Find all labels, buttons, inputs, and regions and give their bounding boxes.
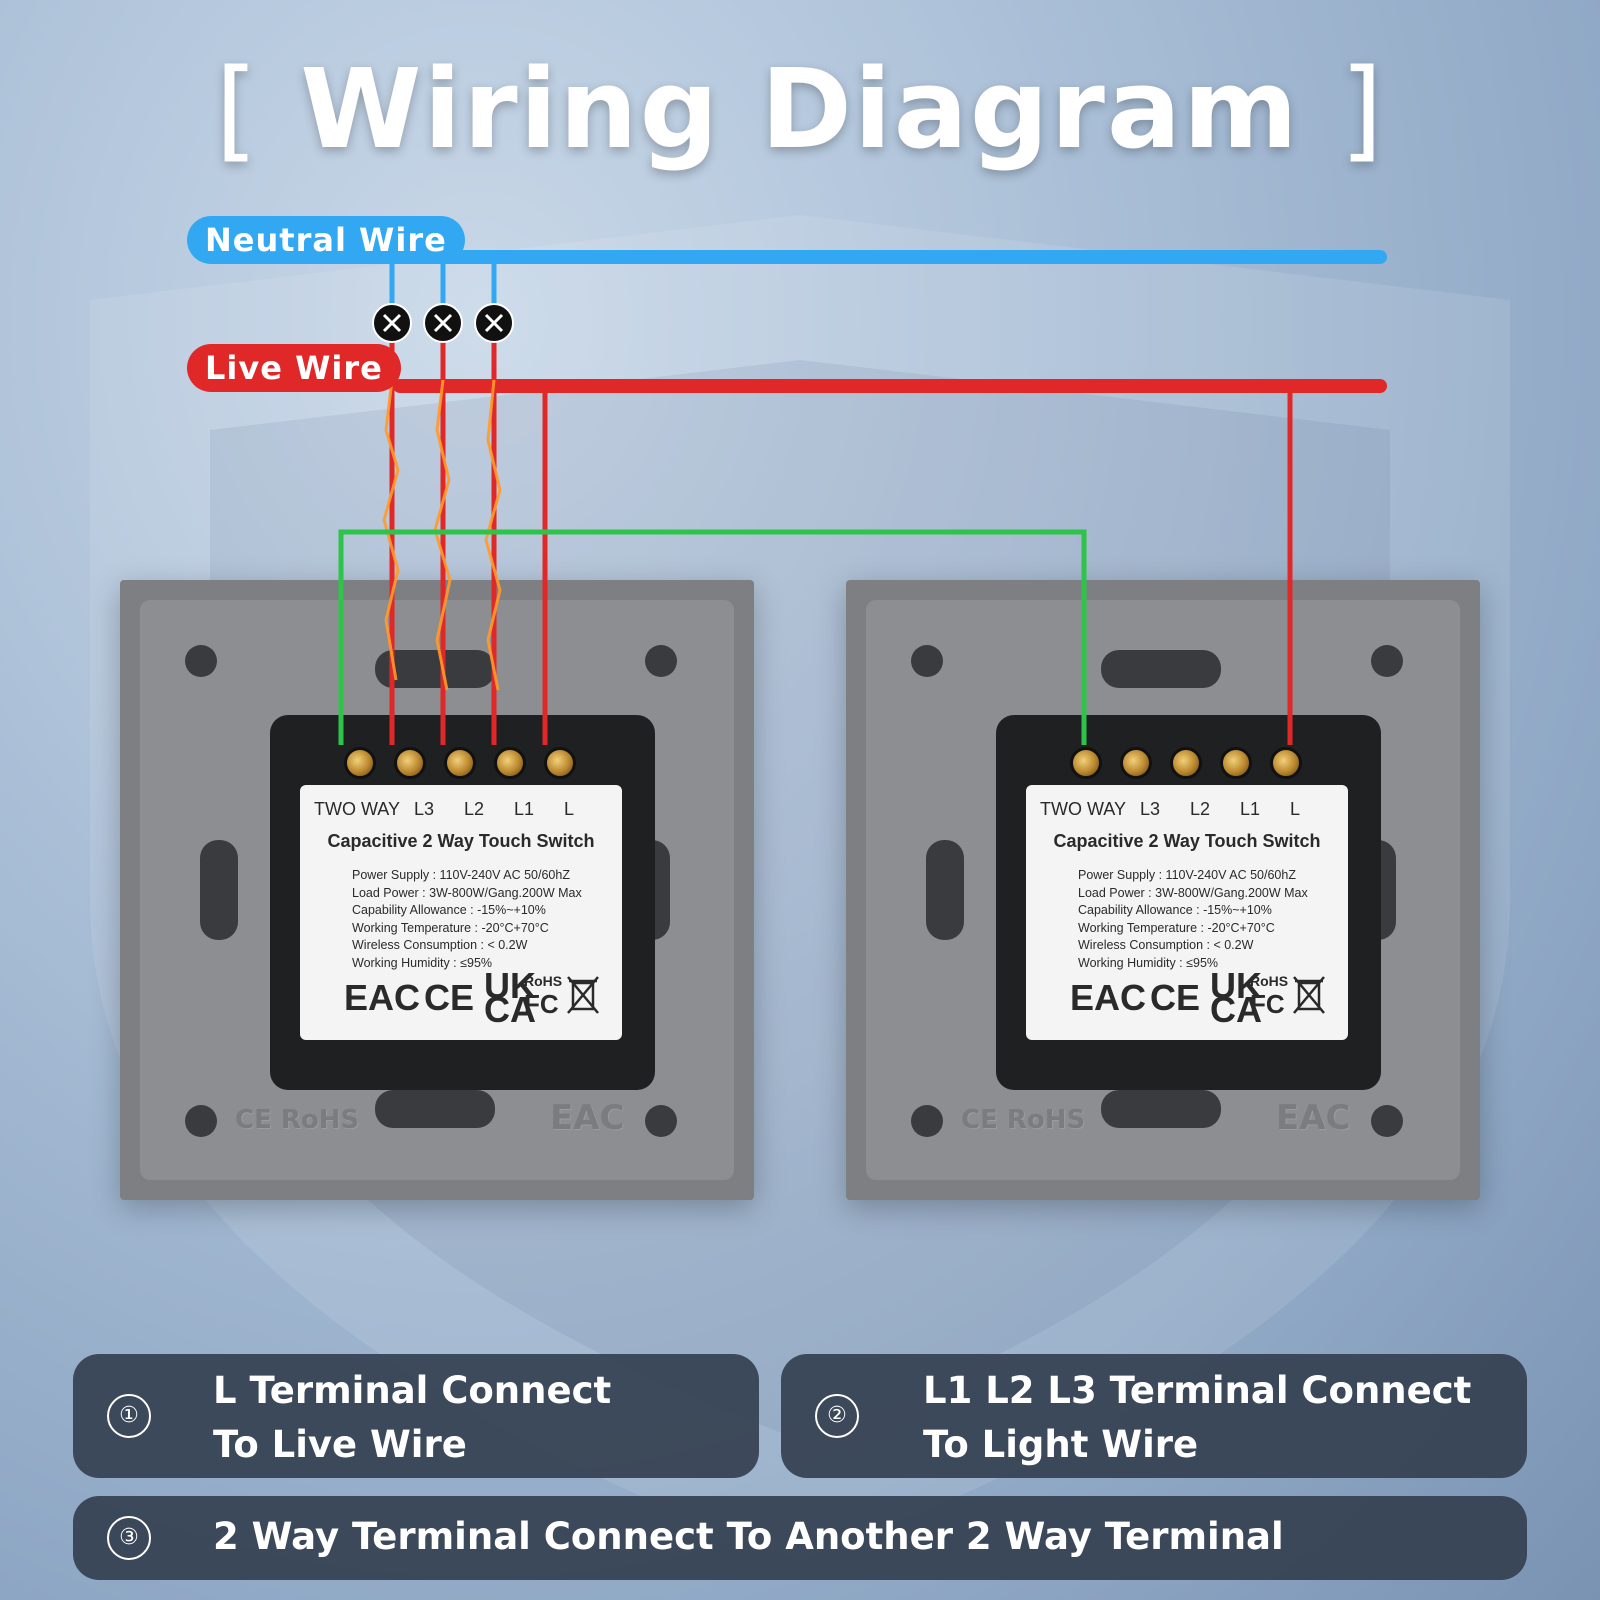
- mounting-slot: [200, 840, 238, 940]
- product-name: Capacitive 2 Way Touch Switch: [1053, 831, 1321, 851]
- embossed-ce-rohs: CE RoHS: [961, 1105, 1086, 1135]
- wire-connector-icon: [474, 303, 514, 343]
- wire-connector-icon: [423, 303, 463, 343]
- switch-right: CE RoHS EAC TWO WAY L3 L2 L1 L Capacitiv…: [846, 580, 1480, 1200]
- terminal-label-l2: L2: [1190, 799, 1211, 819]
- page-title: [ Wiring Diagram ]: [215, 45, 1385, 173]
- screw-hole: [645, 645, 677, 677]
- terminal-l1: [1220, 747, 1252, 779]
- embossed-ce-rohs: CE RoHS: [235, 1105, 360, 1135]
- mounting-slot: [1101, 1090, 1221, 1128]
- screw-hole: [185, 645, 217, 677]
- terminal-label-l: L: [564, 799, 575, 819]
- spec-humidity: Working Humidity : ≤95%: [1078, 955, 1219, 970]
- spark-icon: [382, 379, 400, 681]
- terminal-label-l3: L3: [414, 799, 435, 819]
- embossed-eac: EAC: [1276, 1098, 1351, 1138]
- screw-hole: [911, 1105, 943, 1137]
- ce-mark: CE: [1150, 977, 1201, 1018]
- spec-capability: Capability Allowance : -15%~+10%: [352, 903, 546, 918]
- embossed-eac: EAC: [550, 1098, 625, 1138]
- terminal-l3: [1120, 747, 1152, 779]
- rohs-mark: RoHS: [524, 973, 563, 989]
- product-label: TWO WAY L3 L2 L1 L Capacitive 2 Way Touc…: [300, 785, 622, 1040]
- screw-hole: [1371, 645, 1403, 677]
- spec-list: Power Supply : 110V-240V AC 50/60hZ Load…: [1078, 867, 1348, 973]
- terminal-label-two-way: TWO WAY: [314, 799, 400, 819]
- switch-module: TWO WAY L3 L2 L1 L Capacitive 2 Way Touc…: [996, 715, 1381, 1090]
- eac-mark: EAC: [344, 977, 421, 1018]
- terminal-l2: [1170, 747, 1202, 779]
- terminal-label-l: L: [1290, 799, 1301, 819]
- instruction-3: ③ 2 Way Terminal Connect To Another 2 Wa…: [73, 1496, 1527, 1580]
- weee-bin-icon: [1293, 976, 1325, 1014]
- terminal-label-l1: L1: [514, 799, 535, 819]
- instruction-text: L Terminal Connect To Live Wire: [213, 1369, 612, 1466]
- terminal-label-two-way: TWO WAY: [1040, 799, 1126, 819]
- spec-temperature: Working Temperature : -20°C+70°C: [352, 920, 549, 935]
- mounting-slot: [926, 840, 964, 940]
- product-name: Capacitive 2 Way Touch Switch: [327, 831, 595, 851]
- screw-hole: [911, 645, 943, 677]
- screw-hole: [645, 1105, 677, 1137]
- spec-power-supply: Power Supply : 110V-240V AC 50/60hZ: [352, 868, 570, 882]
- neutral-wire-label: Neutral Wire: [187, 216, 465, 264]
- step-number: ③: [107, 1516, 151, 1560]
- spec-power-supply: Power Supply : 110V-240V AC 50/60hZ: [1078, 868, 1296, 882]
- terminal-l3: [394, 747, 426, 779]
- rohs-mark: RoHS: [1250, 973, 1289, 989]
- mounting-plate: CE RoHS EAC TWO WAY L3 L2 L1 L Capacitiv…: [140, 600, 734, 1180]
- spec-load-power: Load Power : 3W-800W/Gang.200W Max: [1078, 885, 1308, 900]
- product-label: TWO WAY L3 L2 L1 L Capacitive 2 Way Touc…: [1026, 785, 1348, 1040]
- instruction-text: L1 L2 L3 Terminal Connect To Light Wire: [923, 1369, 1472, 1466]
- mounting-slot: [1101, 650, 1221, 688]
- screw-hole: [185, 1105, 217, 1137]
- instruction-text: 2 Way Terminal Connect To Another 2 Way …: [213, 1515, 1284, 1558]
- ce-mark: CE: [424, 977, 475, 1018]
- spec-humidity: Working Humidity : ≤95%: [352, 955, 493, 970]
- eac-mark: EAC: [1070, 977, 1147, 1018]
- spark-icon: [484, 379, 502, 691]
- terminal-l2: [444, 747, 476, 779]
- spec-consumption: Wireless Consumption : < 0.2W: [1078, 938, 1254, 953]
- fc-mark: FC: [524, 989, 559, 1019]
- terminal-label-l3: L3: [1140, 799, 1161, 819]
- terminal-l: [1270, 747, 1302, 779]
- switch-left: CE RoHS EAC TWO WAY L3 L2 L1 L Capacitiv…: [120, 580, 754, 1200]
- instruction-1: ① L Terminal Connect To Live Wire: [73, 1354, 759, 1478]
- mounting-slot: [375, 1090, 495, 1128]
- step-number: ①: [107, 1394, 151, 1438]
- spec-capability: Capability Allowance : -15%~+10%: [1078, 903, 1272, 918]
- wire-connector-icon: [372, 303, 412, 343]
- terminal-label-l1: L1: [1240, 799, 1261, 819]
- terminal-two-way: [1070, 747, 1102, 779]
- terminal-two-way: [344, 747, 376, 779]
- spec-temperature: Working Temperature : -20°C+70°C: [1078, 920, 1275, 935]
- spec-load-power: Load Power : 3W-800W/Gang.200W Max: [352, 885, 582, 900]
- mounting-plate: CE RoHS EAC TWO WAY L3 L2 L1 L Capacitiv…: [866, 600, 1460, 1180]
- fc-mark: FC: [1250, 989, 1285, 1019]
- terminal-l: [544, 747, 576, 779]
- weee-bin-icon: [567, 976, 599, 1014]
- terminal-l1: [494, 747, 526, 779]
- spec-list: Power Supply : 110V-240V AC 50/60hZ Load…: [352, 867, 622, 973]
- two-way-link-wire: [338, 529, 1087, 745]
- switch-module: TWO WAY L3 L2 L1 L Capacitive 2 Way Touc…: [270, 715, 655, 1090]
- instruction-2: ② L1 L2 L3 Terminal Connect To Light Wir…: [781, 1354, 1527, 1478]
- live-wire-label: Live Wire: [187, 344, 401, 392]
- screw-hole: [1371, 1105, 1403, 1137]
- spec-consumption: Wireless Consumption : < 0.2W: [352, 938, 528, 953]
- step-number: ②: [815, 1394, 859, 1438]
- terminal-label-l2: L2: [464, 799, 485, 819]
